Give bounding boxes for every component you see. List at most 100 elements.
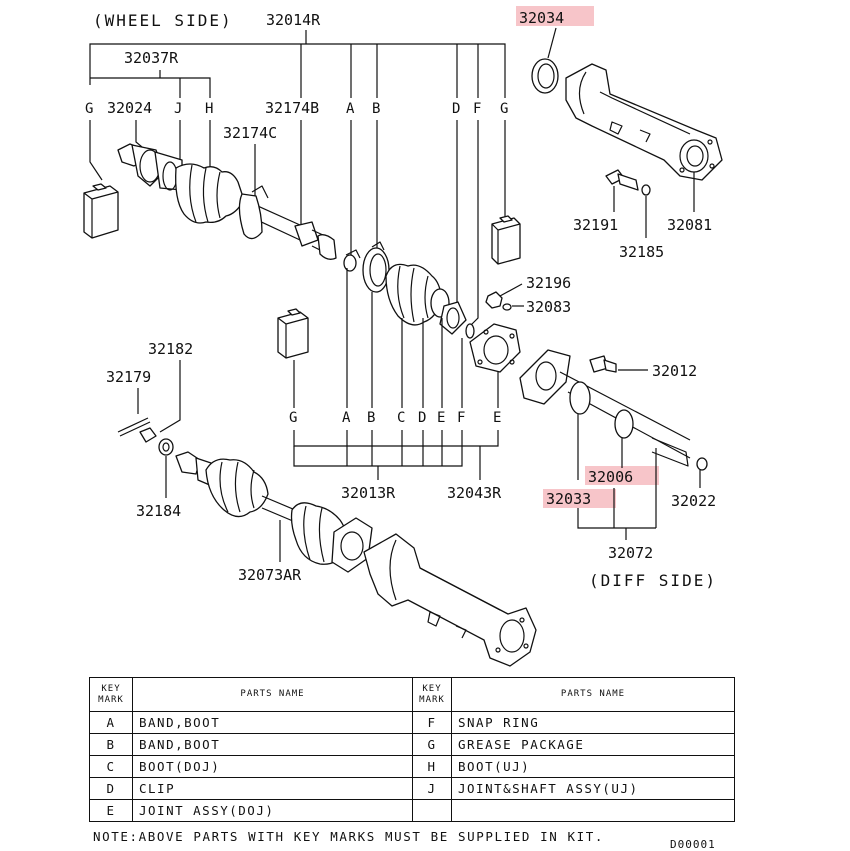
washer-32083 — [502, 303, 512, 311]
key-cell: B — [89, 733, 133, 756]
snap-ring-32022 — [696, 457, 708, 471]
key-cell: J — [412, 777, 452, 800]
table-row: C BOOT(DOJ) H BOOT(UJ) — [89, 755, 735, 778]
part-label-32034: 32034 — [519, 9, 564, 27]
part-label-32033: 32033 — [546, 490, 591, 508]
part-label-32191: 32191 — [573, 216, 618, 234]
highlight-32033 — [543, 489, 616, 508]
grease-package-icon — [277, 308, 309, 359]
key-cell — [412, 799, 452, 822]
key-E-bottom-2: E — [493, 410, 501, 426]
name-cell: BOOT(UJ) — [451, 755, 735, 778]
key-F-top: F — [473, 101, 481, 117]
part-label-32185: 32185 — [619, 243, 664, 261]
key-E-bottom-1: E — [437, 410, 445, 426]
washer-32182 — [139, 427, 157, 443]
part-label-32024: 32024 — [107, 99, 152, 117]
part-label-32182: 32182 — [148, 340, 193, 358]
name-cell: JOINT ASSY(DOJ) — [132, 799, 413, 822]
part-label-32184: 32184 — [136, 502, 181, 520]
key-G-bottom: G — [289, 410, 297, 426]
name-cell: BAND,BOOT — [132, 711, 413, 734]
name-cell: BAND,BOOT — [132, 733, 413, 756]
key-H-top: H — [205, 101, 213, 117]
part-label-32073AR: 32073AR — [238, 566, 302, 584]
key-cell: D — [89, 777, 133, 800]
inner-shaft-32072 — [519, 349, 691, 467]
key-cell: F — [412, 711, 452, 734]
key-cell: C — [89, 755, 133, 778]
key-G-top-right: G — [500, 101, 508, 117]
key-D-bottom: D — [418, 410, 426, 426]
diff-side-label: (DIFF SIDE) — [589, 571, 717, 590]
table-row: E JOINT ASSY(DOJ) — [89, 799, 735, 822]
part-label-32006: 32006 — [588, 468, 633, 486]
part-label-32081: 32081 — [667, 216, 712, 234]
washer-32184 — [158, 438, 174, 456]
drive-shaft-lower-32073AR — [175, 451, 537, 667]
band-a — [343, 249, 361, 272]
doj-flange — [469, 323, 521, 373]
nut-32196 — [485, 291, 503, 309]
bolt-32012 — [589, 355, 617, 373]
part-label-32043R: 32043R — [447, 484, 502, 502]
snap-ring-f — [465, 323, 475, 339]
key-G-top-left: G — [85, 101, 93, 117]
wheel-side-label: (WHEEL SIDE) — [93, 11, 233, 30]
table-row: B BAND,BOOT G GREASE PACKAGE — [89, 733, 735, 756]
key-D-top: D — [452, 101, 460, 117]
name-cell: SNAP RING — [451, 711, 735, 734]
name-cell: BOOT(DOJ) — [132, 755, 413, 778]
cv-joint-outer — [117, 143, 183, 191]
part-label-32037R: 32037R — [124, 49, 179, 67]
key-F-bottom: F — [457, 410, 465, 426]
part-label-32196: 32196 — [526, 274, 571, 292]
highlight-32006 — [585, 466, 659, 485]
bolt-32191 — [605, 169, 639, 191]
header-parts-name: PARTS NAME — [451, 677, 735, 712]
cotter-pin-32179 — [117, 417, 151, 437]
grease-package-icon — [83, 183, 119, 239]
key-A-bottom: A — [342, 410, 351, 426]
name-cell: GREASE PACKAGE — [451, 733, 735, 756]
key-cell: E — [89, 799, 133, 822]
shaft-upper — [238, 185, 337, 260]
boot-uj — [175, 163, 245, 224]
part-label-32179: 32179 — [106, 368, 151, 386]
part-label-32072: 32072 — [608, 544, 653, 562]
highlight-32034 — [516, 6, 594, 26]
key-B-bottom: B — [367, 410, 375, 426]
part-label-32022: 32022 — [671, 492, 716, 510]
diagram-code: D00001 — [670, 838, 716, 851]
header-parts-name: PARTS NAME — [132, 677, 413, 712]
table-row: A BAND,BOOT F SNAP RING — [89, 711, 735, 734]
part-label-32013R: 32013R — [341, 484, 396, 502]
name-cell — [451, 799, 735, 822]
key-A-top: A — [346, 101, 355, 117]
key-C-bottom: C — [397, 410, 405, 426]
part-label-32174B: 32174B — [265, 99, 319, 117]
bearing-housing-32081 — [565, 63, 723, 181]
boot-doj-upper — [385, 263, 443, 326]
joint-assy-doj-upper — [439, 301, 467, 335]
key-cell: A — [89, 711, 133, 734]
part-label-32083: 32083 — [526, 298, 571, 316]
part-label-32014R: 32014R — [266, 11, 321, 29]
key-J-top: J — [174, 101, 182, 117]
table-row: D CLIP J JOINT&SHAFT ASSY(UJ) — [89, 777, 735, 800]
key-cell: G — [412, 733, 452, 756]
kit-note: NOTE:ABOVE PARTS WITH KEY MARKS MUST BE … — [93, 829, 605, 844]
washer-32185 — [641, 184, 651, 196]
grease-package-icon — [491, 215, 521, 265]
seal-ring-32034 — [531, 58, 559, 94]
name-cell: JOINT&SHAFT ASSY(UJ) — [451, 777, 735, 800]
band-b — [362, 241, 390, 293]
part-label-32012: 32012 — [652, 362, 697, 380]
part-label-32174C: 32174C — [223, 124, 277, 142]
key-B-top: B — [372, 101, 380, 117]
